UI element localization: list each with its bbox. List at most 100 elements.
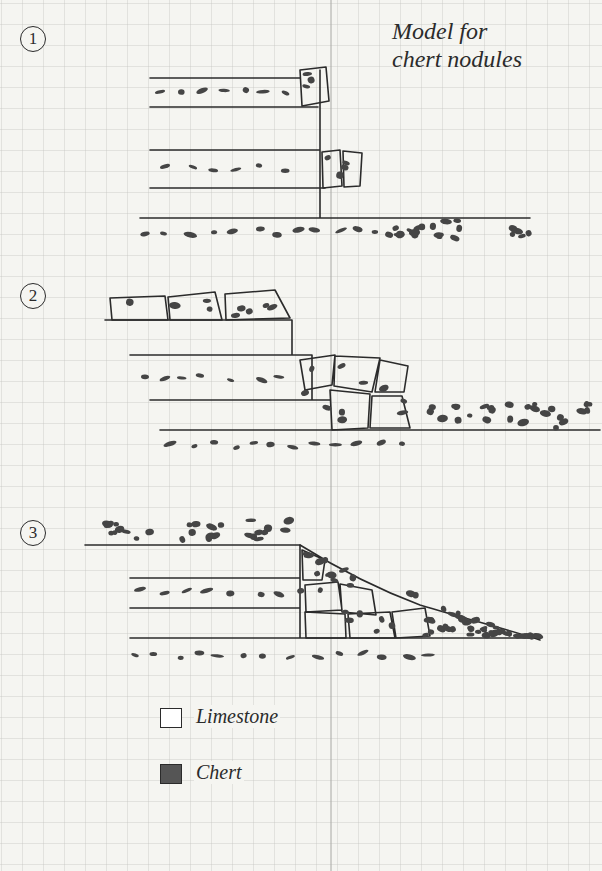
chert-nodule xyxy=(340,163,349,171)
chert-nodule xyxy=(210,654,224,659)
chert-nodule xyxy=(296,587,304,594)
chert-nodule xyxy=(384,231,394,239)
chert-nodule xyxy=(350,439,363,447)
chert-nodule xyxy=(337,416,347,424)
chert-nodule xyxy=(159,375,171,383)
chert-nodule xyxy=(419,224,426,231)
chert-nodule xyxy=(230,167,242,173)
chert-nodule xyxy=(329,443,342,446)
chert-nodule xyxy=(256,163,263,168)
bedding-lines xyxy=(140,70,530,218)
legend-text: Limestone xyxy=(194,705,280,728)
chert-nodule xyxy=(322,404,333,412)
chert-nodule xyxy=(338,566,349,573)
chert-nodule xyxy=(412,592,419,599)
chert-nodule xyxy=(337,362,347,370)
chert-nodule xyxy=(440,605,447,613)
chert-nodule xyxy=(178,656,184,660)
bedding-lines xyxy=(105,320,600,430)
chert-nodule xyxy=(395,230,405,239)
chert-nodule xyxy=(155,89,166,95)
chert-nodule xyxy=(518,233,527,239)
chert-nodule xyxy=(373,628,380,634)
chert-nodule xyxy=(196,86,209,95)
chert-nodule xyxy=(326,571,337,579)
broken-block xyxy=(300,355,410,430)
chert-nodule xyxy=(141,374,149,379)
chert-nodule xyxy=(429,222,436,230)
chert-nodule xyxy=(133,536,140,542)
chert-nodule xyxy=(409,228,421,237)
chert-nodule xyxy=(131,652,139,658)
sketch-title: Model for chert nodules xyxy=(392,18,542,73)
chert-nodule xyxy=(210,440,218,445)
chert-nodule xyxy=(378,383,390,393)
chert-nodule xyxy=(311,654,324,661)
chert-nodule xyxy=(451,404,460,409)
chert-nodule xyxy=(194,650,204,655)
chert-nodule xyxy=(188,529,196,536)
chert-nodule xyxy=(424,615,436,625)
chert-nodule xyxy=(539,409,551,417)
chert-nodule xyxy=(177,376,187,380)
chert-nodule xyxy=(488,629,495,636)
chert-nodule xyxy=(377,654,387,660)
broken-block xyxy=(110,290,290,320)
chert-nodule xyxy=(317,587,323,594)
chert-nodule xyxy=(454,416,462,424)
chert-nodule xyxy=(583,400,591,408)
chert-nodule xyxy=(492,625,499,629)
chert-nodule xyxy=(467,413,473,418)
chert-nodule xyxy=(479,403,490,411)
chert-nodule xyxy=(313,570,321,577)
chert-nodule xyxy=(558,417,569,426)
chert-nodule xyxy=(257,591,265,597)
broken-block xyxy=(322,150,362,188)
chert-nodule xyxy=(245,518,256,522)
chert-nodule xyxy=(307,76,316,85)
chert-nodule xyxy=(226,590,234,596)
chert-nodule xyxy=(428,629,435,635)
broken-block xyxy=(300,67,329,106)
chert-nodule xyxy=(308,365,315,373)
chert-nodule xyxy=(263,524,273,533)
chert-nodule xyxy=(188,164,197,170)
chert-nodule xyxy=(266,442,275,448)
chert-nodule xyxy=(346,583,354,588)
chert-nodule xyxy=(314,557,326,567)
chert-nodule xyxy=(159,590,170,596)
chert-nodule xyxy=(226,228,238,235)
chert-nodule xyxy=(392,224,400,231)
chert-nodule xyxy=(103,519,115,529)
chert-nodule xyxy=(272,232,282,238)
chert-nodule xyxy=(262,302,270,309)
chert-nodule xyxy=(125,298,134,307)
chert-nodule xyxy=(372,230,378,234)
chert-nodule xyxy=(273,590,286,599)
chert-nodule xyxy=(186,522,193,527)
chert-nodule xyxy=(421,653,435,656)
chert-nodule xyxy=(529,404,541,414)
chert-nodule xyxy=(218,88,230,92)
chert-nodule xyxy=(525,229,533,237)
chert-nodule xyxy=(511,229,517,233)
talus-slope xyxy=(300,545,540,640)
chert-nodule xyxy=(203,299,211,303)
callout-number: 3 xyxy=(20,520,46,546)
chert-nodule xyxy=(308,441,321,446)
chert-nodule xyxy=(113,522,119,527)
chert-nodule xyxy=(467,625,473,631)
chert-nodule xyxy=(191,521,200,528)
chert-nodule xyxy=(466,632,474,636)
chert-nodule xyxy=(336,171,345,180)
chert-nodule xyxy=(481,628,487,633)
chert-nodule xyxy=(244,532,256,540)
chert-nodule xyxy=(281,90,290,97)
chert-nodule xyxy=(256,226,265,231)
chert-nodule xyxy=(205,522,218,532)
chert-nodule xyxy=(345,618,354,624)
chert-nodule xyxy=(357,649,370,658)
chert-nodule xyxy=(195,373,204,378)
chert-nodule xyxy=(160,231,168,236)
